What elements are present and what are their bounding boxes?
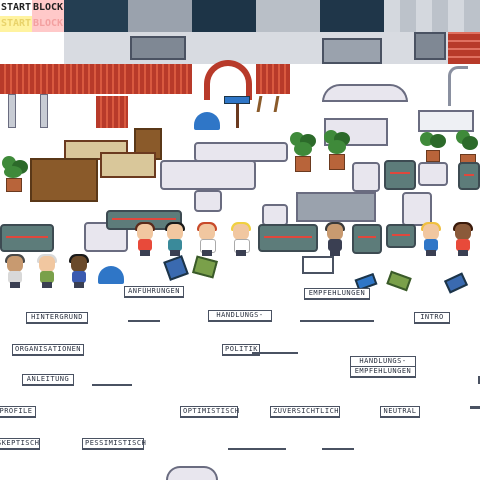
wall-grey-tile [128,0,192,32]
teal-seat [352,224,382,254]
bench [352,162,380,192]
window-frame [414,32,446,60]
wall-navy-tile [64,0,128,32]
wall-navy-tile [320,0,384,32]
character-icon [194,222,220,256]
label-edge [470,406,480,409]
divider [252,352,298,354]
character-icon [162,222,188,256]
teal-seat [386,224,416,248]
character-icon [418,222,444,256]
bench [194,142,288,162]
brick-wall [448,32,480,64]
bench [402,192,432,226]
pillar [40,94,48,128]
character-icon [34,254,60,288]
umbrella-icon [194,112,220,130]
label-pessimistisch: PESSIMISTISCH [82,438,146,450]
window-frame [322,38,382,64]
wall-grey-strip [296,192,376,222]
divider [128,320,160,322]
label-politik: POLITIK [222,344,260,356]
book-icon [386,270,412,292]
label-anleitung: ANLEITUNG [22,374,74,386]
bench [194,190,222,212]
sign-icon [224,96,250,104]
book-icon [192,255,218,279]
plant-icon [418,130,448,170]
market-stand [100,152,156,178]
pillar [448,66,468,106]
plant-icon [322,126,352,174]
awning [256,64,290,94]
start-chip-top: START [0,0,32,16]
start-chip-top-label: START [0,2,32,13]
bench [160,160,256,190]
label-handlungsempfehlungen-2: EMPFEHLUNGEN [350,366,416,378]
pillar [8,94,16,128]
wall-grey-tile [256,0,320,32]
bench [418,162,448,186]
awning [0,64,128,94]
character-icon [132,222,158,256]
label-zuversichtlich: ZUVERSICHTLICH [270,406,340,418]
label-organisationen: ORGANISATIONEN [12,344,84,356]
start-chip-bottom: START [0,16,32,32]
label-profile: PROFILE [0,406,36,418]
label-handlungs: HANDLUNGS- [208,310,272,322]
dome [322,84,408,102]
bench [262,204,288,226]
label-intro: INTRO [414,312,450,324]
plant-icon [288,128,318,176]
teal-seat [458,162,480,190]
label-empfehlungen-a: ANFÜHRUNGEN [124,286,184,298]
divider [322,448,354,450]
paper-icon [302,256,334,274]
block-chip-top: BLOCK [32,0,64,16]
sign-pole [236,104,239,128]
teal-seat [0,224,54,252]
easel-icon [256,96,280,112]
book-icon [443,272,469,294]
dome [166,466,218,480]
window-frame [130,36,186,60]
label-handlungsempfehlungen-1: HANDLUNGS- [350,356,416,366]
umbrella-icon [98,266,124,284]
label-hintergrund: HINTERGRUND [26,312,88,324]
divider [92,384,132,386]
character-icon [322,222,348,256]
character-icon [450,222,476,256]
character-icon [66,254,92,288]
book-icon [163,255,189,281]
label-skeptisch: SKEPTISCH [0,438,40,450]
shelf-unit [418,110,474,132]
wall-light-tile [384,0,480,32]
teal-seat [258,224,318,252]
label-neutral: NEUTRAL [380,406,420,418]
divider [228,448,286,450]
block-chip-top-label: BLOCK [32,2,64,13]
awning [128,64,192,94]
block-chip-bottom: BLOCK [32,16,64,32]
character-icon [2,254,28,288]
start-chip-bottom-label: START [0,18,32,29]
block-chip-bottom-label: BLOCK [32,18,64,29]
market-stand [30,158,98,202]
wall-navy-tile [192,0,256,32]
plant-icon [0,154,30,198]
label-optimistisch: OPTIMISTISCH [180,406,239,418]
label-empfehlungen-b: EMPFEHLUNGEN [304,288,370,300]
divider [300,320,374,322]
character-icon [228,222,254,256]
awning [96,96,128,128]
arch [204,60,252,100]
divider [478,376,480,384]
teal-seat [384,160,416,190]
